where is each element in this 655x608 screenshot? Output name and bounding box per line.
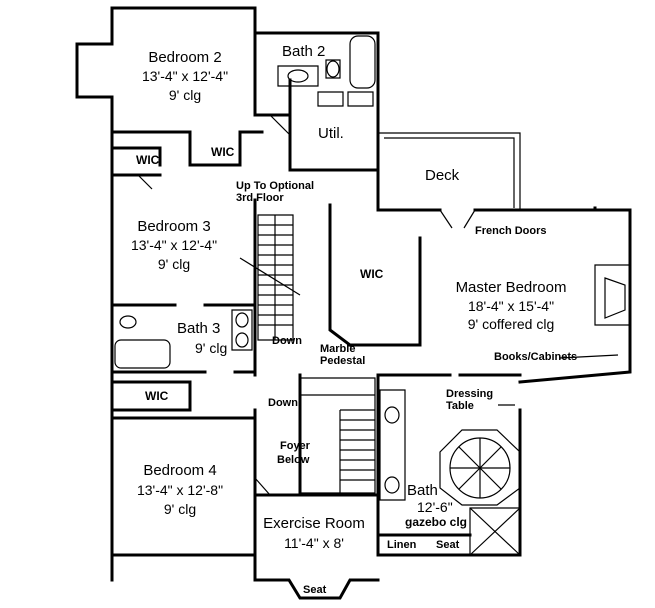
shower (470, 508, 520, 555)
util-dryer (348, 92, 373, 106)
wic-bedroom2-a: WIC (136, 153, 160, 167)
fireplace-hearth (595, 265, 630, 325)
bath2-name: Bath 2 (282, 43, 326, 60)
wic-bedroom2-b: WIC (211, 145, 235, 159)
bath3-tub (115, 340, 170, 368)
bath2-tub (350, 36, 375, 88)
foyer-line2: Below (277, 454, 310, 466)
master-ceiling: 9' coffered clg (467, 316, 555, 332)
fireplace-box (605, 278, 625, 318)
bath3-name: Bath 3 (177, 320, 221, 337)
bath3-sink-a (235, 312, 249, 328)
exterior-wall-exercise (255, 580, 378, 598)
deck-name: Deck (425, 167, 460, 184)
dressing-line1: Dressing (446, 388, 494, 400)
wic-bedroom4: WIC (145, 389, 169, 403)
deck-outline (378, 133, 520, 210)
stair-up (240, 215, 300, 340)
bedroom2-dims: 13'-4" x 12'-4" (141, 68, 229, 84)
master-bath-sink-b (384, 476, 400, 494)
bath3-vanity (232, 310, 252, 350)
wall-master-wic-bottom (350, 238, 420, 345)
bath3-ceiling: 9' clg (195, 340, 228, 356)
bedroom3-ceiling: 9' clg (157, 256, 191, 272)
bath2-sink (287, 69, 309, 83)
door-swing-bedroom2 (270, 115, 290, 135)
seat-bath-label: Seat (436, 539, 460, 551)
foyer-line1: Foyer (280, 440, 310, 452)
exercise-name: Exercise Room (263, 515, 365, 532)
bedroom2-name: Bedroom 2 (148, 49, 222, 66)
bedroom3-dims: 13'-4" x 12'-4" (130, 237, 218, 253)
bath2-toilet-bowl (326, 60, 340, 78)
master-dims: 18'-4" x 15'-4" (467, 298, 555, 314)
gazebo-octagon (440, 430, 520, 505)
linen-label: Linen (387, 539, 417, 551)
stair-down (300, 378, 375, 493)
dressing-line2: Table (446, 400, 474, 412)
master-name: Master Bedroom (455, 279, 567, 296)
exercise-dims: 11'-4" x 8' (284, 535, 344, 551)
wall-bath2-left (255, 33, 290, 115)
stair-note-line1: Up To Optional (236, 180, 315, 192)
wic-master: WIC (360, 267, 384, 281)
door-swing-exercise (255, 478, 270, 495)
wall-wic1-box (112, 148, 160, 165)
bath3-sink-b (235, 332, 249, 348)
wall-util-box (290, 80, 330, 170)
bedroom2-ceiling: 9' clg (168, 87, 202, 103)
marble-line2: Pedestal (320, 355, 366, 367)
door-swing-master (440, 210, 452, 228)
bedroom3-name: Bedroom 3 (137, 218, 211, 235)
down-label-stair: Down (272, 335, 302, 347)
seat-bay-label: Seat (303, 584, 327, 596)
util-washer (318, 92, 343, 106)
master-bath-ceiling: gazebo clg (405, 515, 468, 529)
master-bath-vanity (380, 390, 405, 500)
bedroom4-dims: 13'-4" x 12'-8" (136, 482, 224, 498)
books-arrow (560, 355, 618, 358)
bedroom4-name: Bedroom 4 (143, 462, 217, 479)
util-name: Util. (318, 125, 344, 142)
master-bath-name: Bath (407, 482, 438, 499)
deck-rail (384, 138, 514, 208)
door-swing-bedroom3 (138, 175, 152, 189)
exterior-wall-bottom-left (112, 555, 255, 580)
exterior-wall-bedroom2-bay (77, 8, 112, 580)
french-doors-label: French Doors (475, 225, 547, 237)
wall-wic-b4 (112, 382, 190, 410)
wall-master-wic-left (330, 205, 350, 345)
bedroom4-ceiling: 9' clg (163, 501, 197, 517)
bath3-toilet (119, 315, 137, 329)
down-label-foyer: Down (268, 397, 298, 409)
stair-note-line2: 3rd Floor (236, 192, 284, 204)
bath2-toilet-tank (326, 60, 340, 78)
master-bath-dims: 12'-6" (417, 499, 453, 515)
bath2-vanity (278, 66, 318, 86)
wall-wic2-box (190, 132, 240, 165)
door-swing-master-b (464, 210, 475, 228)
master-bath-sink-a (384, 406, 400, 424)
marble-line1: Marble (320, 343, 356, 355)
books-cabinets-label: Books/Cabinets (494, 351, 578, 363)
